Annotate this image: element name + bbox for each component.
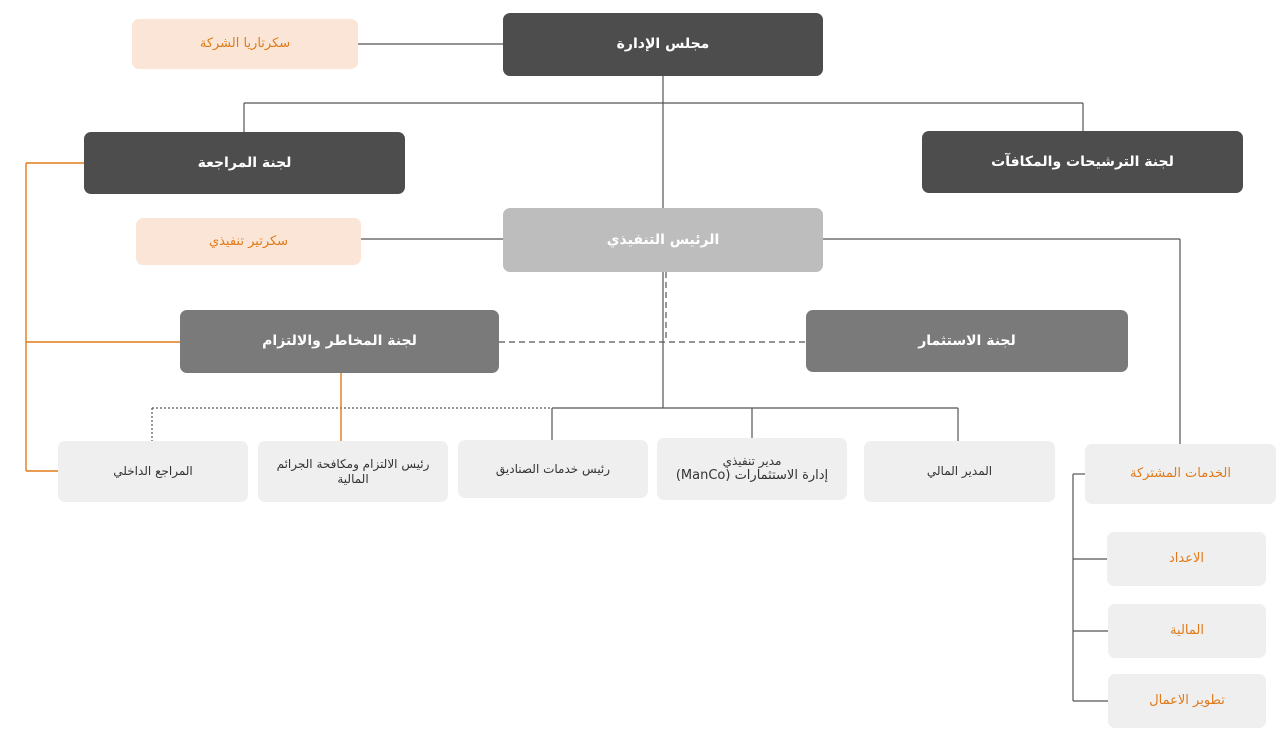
audit-committee-box: لجنة المراجعة [84,132,405,194]
board-label: مجلس الإدارة [616,36,710,53]
compliance-head-box: رئيس الالتزام ومكافحة الجرائم المالية [258,441,448,502]
investment-md-line1: مدير تنفيذي [722,454,782,468]
shared-services-item: المالية [1108,604,1266,658]
executive-secretary-box: سكرتير تنفيذي [136,218,361,265]
nominations-committee-box: لجنة الترشيحات والمكافآت [922,131,1243,193]
board-of-directors-box: مجلس الإدارة [503,13,823,76]
shared-services-item: الاعداد [1107,532,1266,586]
investment-md-line2: إدارة الاستثمارات (ManCo) [675,468,829,484]
company-secretary-box: سكرتاريا الشركة [132,19,358,69]
ceo-label: الرئيس التنفيذي [606,231,720,248]
audit-committee-label: لجنة المراجعة [197,154,292,171]
compliance-head-line1: رئيس الالتزام ومكافحة الجرائم [276,457,430,472]
internal-auditor-label: المراجع الداخلي [113,464,193,479]
shared-services-item-label: تطوير الاعمال [1149,693,1225,709]
investment-md-box: مدير تنفيذي إدارة الاستثمارات (ManCo) [657,438,847,500]
shared-services-item-label: الاعداد [1169,551,1205,567]
shared-services-label: الخدمات المشتركة [1129,466,1232,482]
shared-services-item-label: المالية [1170,623,1204,639]
fund-services-head-box: رئيس خدمات الصناديق [458,440,648,498]
internal-auditor-box: المراجع الداخلي [58,441,248,502]
cfo-box: المدير المالي [864,441,1055,502]
fund-services-head-label: رئيس خدمات الصناديق [495,461,611,476]
nominations-committee-label: لجنة الترشيحات والمكافآت [991,153,1174,170]
company-secretary-label: سكرتاريا الشركة [199,36,291,52]
cfo-label: المدير المالي [926,464,993,479]
executive-secretary-label: سكرتير تنفيذي [208,233,289,249]
shared-services-box: الخدمات المشتركة [1085,444,1276,504]
shared-services-item: تطوير الاعمال [1108,674,1266,728]
risk-committee-label: لجنة المخاطر والالتزام [262,333,417,350]
investment-committee-label: لجنة الاستثمار [918,332,1016,349]
ceo-box: الرئيس التنفيذي [503,208,823,272]
compliance-head-line2: المالية [337,471,369,486]
investment-committee-box: لجنة الاستثمار [806,310,1128,372]
risk-committee-box: لجنة المخاطر والالتزام [180,310,499,373]
